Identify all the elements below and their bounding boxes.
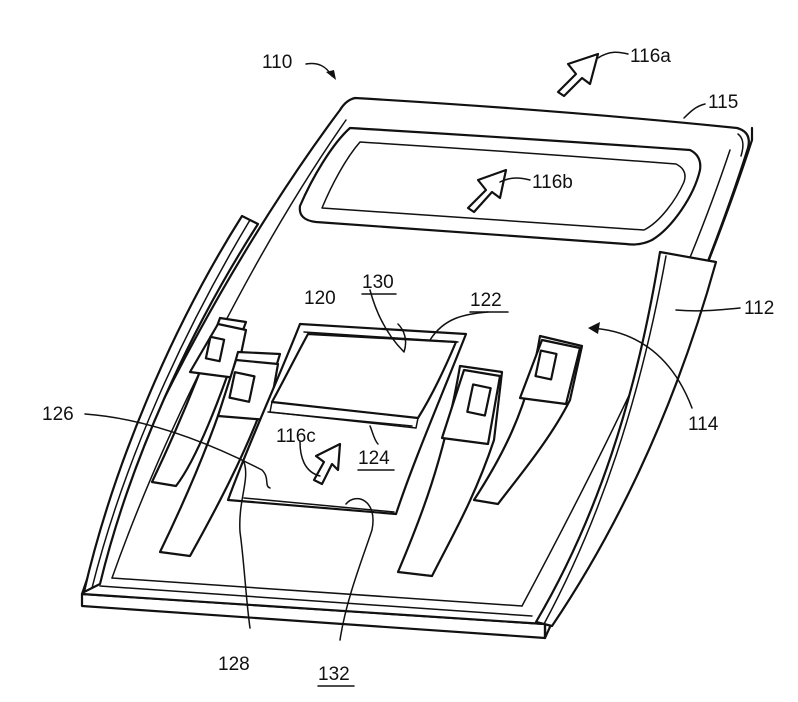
label-120: 120 (304, 288, 336, 309)
label-116a: 116a (630, 46, 671, 67)
label-128: 128 (218, 654, 250, 675)
label-115: 115 (708, 92, 738, 113)
label-126: 126 (42, 404, 74, 425)
label-116b: 116b (532, 172, 573, 193)
label-116c: 116c (276, 426, 316, 447)
label-122: 122 (470, 290, 502, 311)
arrow-116a (558, 54, 598, 96)
label-124: 124 (358, 448, 390, 469)
label-112: 112 (744, 298, 774, 319)
label-132: 132 (318, 664, 350, 685)
label-110: 110 (262, 52, 292, 73)
label-114: 114 (688, 414, 719, 435)
label-130: 130 (362, 272, 394, 293)
